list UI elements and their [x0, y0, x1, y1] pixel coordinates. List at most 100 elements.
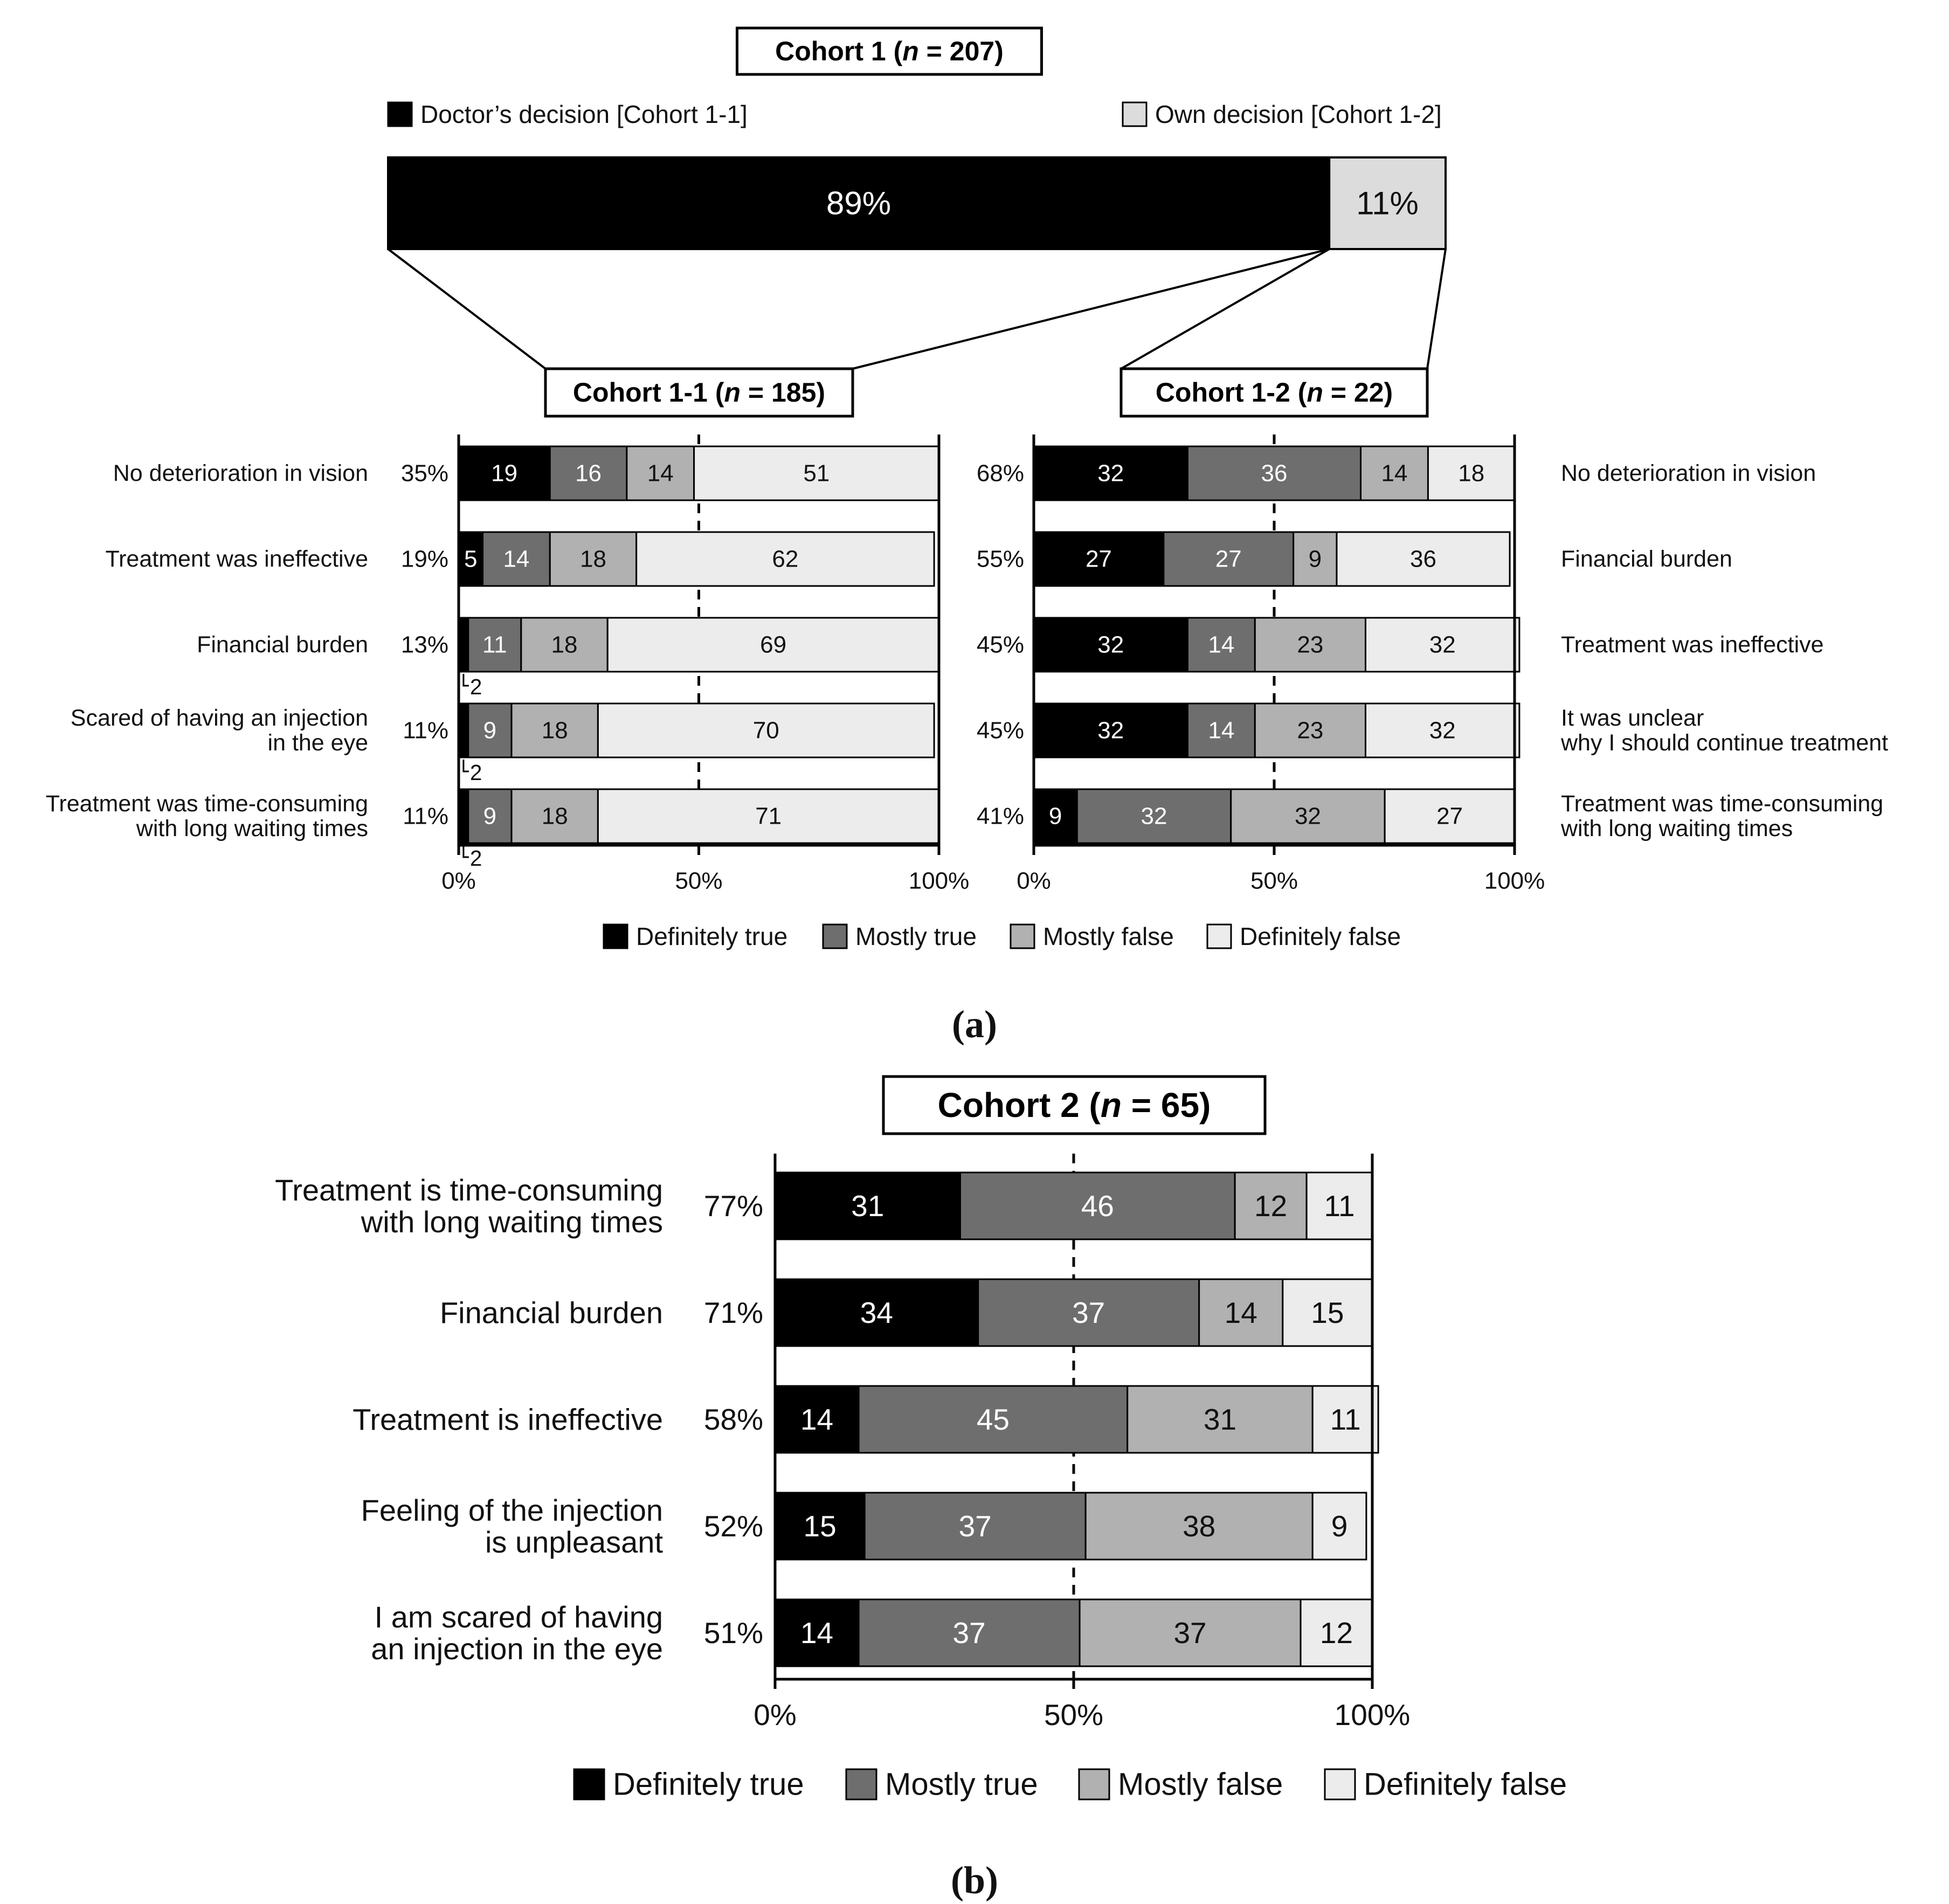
- cohort-1-2-category-label: Financial burden: [1561, 546, 1732, 572]
- cohort-2-category-label: with long waiting times: [361, 1205, 663, 1239]
- cohort-1-2-value-label: 27: [1086, 546, 1112, 572]
- cohort-1-2-bar-definitely-false: [1364, 702, 1521, 758]
- cohort-1-1-bar-definitely-false: [597, 702, 935, 758]
- cohort-1-1-tick-label: 0%: [441, 868, 476, 894]
- cohort-1-2-value-label: 14: [1208, 632, 1234, 658]
- cohort-1-1-category-label: Treatment was ineffective: [105, 546, 368, 572]
- cohort-1-2-category-label: Treatment was time-consuming: [1561, 791, 1883, 817]
- cohort-2-value-label: 11: [1324, 1189, 1355, 1223]
- decision-legend-label: Doctor’s decision [Cohort 1-1]: [420, 100, 748, 128]
- response-legend-b-swatch: [1324, 1768, 1356, 1800]
- cohort-1-2-tick-label: 100%: [1484, 868, 1545, 894]
- cohort-1-2-bar-definitely-true: [1033, 617, 1188, 673]
- cohort-2-value-label: 37: [959, 1509, 992, 1543]
- cohort-1-1-value-label: 11: [482, 632, 507, 658]
- cohort-2-value-label: 31: [851, 1189, 884, 1223]
- cohort-2-value-label: 34: [860, 1296, 893, 1329]
- cohort-2-bar-definitely-true: [774, 1385, 860, 1454]
- cohort-1-1-value-label: 5: [464, 546, 477, 572]
- cohort-2-category-label: is unpleasant: [485, 1525, 663, 1559]
- cohort-1-1-bar-mostly-true: [467, 702, 513, 758]
- cohort-2-bar-definitely-true: [774, 1171, 961, 1240]
- response-legend-a-swatch: [1206, 923, 1232, 949]
- cohort-2-bar-definitely-true: [774, 1278, 979, 1347]
- cohort-2-true-total: 77%: [704, 1189, 763, 1223]
- cohort-1-1-true-total: 35%: [401, 460, 448, 487]
- cohort-1-2-value-label: 9: [1309, 546, 1322, 572]
- cohort-1-1-value-label: 71: [755, 803, 782, 830]
- cohort-2-tick-label: 100%: [1335, 1698, 1411, 1731]
- response-legend-a-swatch: [1010, 923, 1035, 949]
- cohort-1-2-value-label: 18: [1458, 460, 1484, 487]
- response-legend-a-label: Mostly false: [1043, 922, 1174, 950]
- cohort-1-1-bar-mostly-false: [510, 702, 599, 758]
- cohort-1-1-callout-line: [462, 760, 469, 772]
- cohort-2-bar-definitely-false: [1311, 1492, 1367, 1561]
- cohort-1-title-part: n: [902, 36, 919, 66]
- cohort-1-2-value-label: 32: [1097, 718, 1124, 744]
- cohort-1-1-value-label: 9: [483, 803, 496, 830]
- panel-a-label: (a): [952, 1003, 997, 1046]
- cohort-1-title-part: = 207): [919, 36, 1004, 66]
- cohort-1-1-title-part: = 185): [741, 377, 825, 408]
- cohort-2-category-label: I am scared of having: [375, 1600, 663, 1634]
- cohort-2-value-label: 37: [953, 1616, 986, 1650]
- cohort-1-2-value-label: 32: [1295, 803, 1321, 830]
- cohort-1-2-value-label: 27: [1215, 546, 1242, 572]
- cohort-2-value-label: 11: [1330, 1403, 1361, 1436]
- cohort-1-1-true-total: 11%: [403, 803, 448, 830]
- cohort-2-title-part: Cohort 2 (: [938, 1086, 1101, 1125]
- cohort-1-2-bar-mostly-false: [1230, 788, 1386, 844]
- cohort-2-value-label: 37: [1173, 1616, 1206, 1650]
- response-legend-b-swatch: [845, 1768, 877, 1800]
- cohort-1-1-tick-label: 100%: [909, 868, 970, 894]
- cohort-2-tick-label: 0%: [754, 1698, 797, 1731]
- cohort-1-1-bar-definitely-true: [458, 788, 469, 844]
- cohort-1-2-tick-label: 50%: [1250, 868, 1298, 894]
- cohort-2-value-label: 38: [1183, 1509, 1215, 1543]
- cohort-1-2-value-label: 14: [1381, 460, 1408, 487]
- connector-line: [387, 248, 547, 370]
- response-legend-b-swatch: [573, 1768, 605, 1800]
- cohort-1-2-bar-definitely-true: [1033, 531, 1165, 587]
- cohort-1-title-box: [736, 26, 1043, 76]
- cohort-1-2-bar-mostly-true: [1076, 788, 1232, 844]
- decision-legend-swatch: [1122, 101, 1148, 127]
- cohort-1-1-title-box: [544, 367, 854, 418]
- cohort-1-1-bar-definitely-false: [606, 617, 940, 673]
- cohort-1-2-value-label: 32: [1429, 632, 1456, 658]
- cohort-1-1-category-label: with long waiting times: [136, 816, 368, 841]
- response-legend-a-label: Mostly true: [855, 922, 977, 950]
- cohort-1-1-value-label: 62: [772, 546, 798, 572]
- cohort-1-2-true-total: 41%: [977, 803, 1024, 830]
- cohort-2-value-label: 31: [1204, 1403, 1236, 1436]
- cohort-2-value-label: 12: [1320, 1616, 1353, 1650]
- cohort-1-2-value-label: 23: [1297, 632, 1323, 658]
- cohort-1-2-bar-mostly-true: [1186, 702, 1256, 758]
- response-legend-a-label: Definitely false: [1240, 922, 1401, 950]
- cohort-1-1-title-part: n: [724, 377, 741, 408]
- cohort-2-value-label: 14: [800, 1403, 833, 1436]
- response-legend-a-label: Definitely true: [636, 922, 787, 950]
- cohort-1-2-title-part: n: [1307, 377, 1323, 408]
- cohort-2-category-label: Financial burden: [440, 1296, 663, 1330]
- response-legend-b-swatch: [1078, 1768, 1110, 1800]
- cohort-1-1-callout-line: [462, 674, 469, 687]
- cohort-1-1-bar-definitely-false: [693, 445, 940, 501]
- cohort-1-1-value-label: 18: [580, 546, 606, 572]
- cohort-2-true-total: 51%: [704, 1616, 763, 1650]
- cohort-1-1-bar-definitely-true: [458, 617, 469, 673]
- cohort-1-2-true-total: 45%: [977, 718, 1024, 744]
- cohort-2-value-label: 14: [1225, 1296, 1257, 1329]
- connector-line: [1426, 249, 1447, 369]
- cohort-2-tick-label: 50%: [1044, 1698, 1103, 1731]
- cohort-1-2-bar-mostly-false: [1360, 445, 1429, 501]
- cohort-1-2-category-label: why I should continue treatment: [1560, 730, 1888, 756]
- cohort-1-2-true-total: 55%: [977, 546, 1024, 572]
- cohort-2-bar-definitely-false: [1282, 1278, 1373, 1347]
- cohort-2-bar-definitely-false: [1311, 1385, 1379, 1454]
- cohort-1-1-true-total: 11%: [403, 718, 448, 744]
- response-legend-a-swatch: [822, 923, 848, 949]
- cohort-2-bar-definitely-true: [774, 1598, 860, 1667]
